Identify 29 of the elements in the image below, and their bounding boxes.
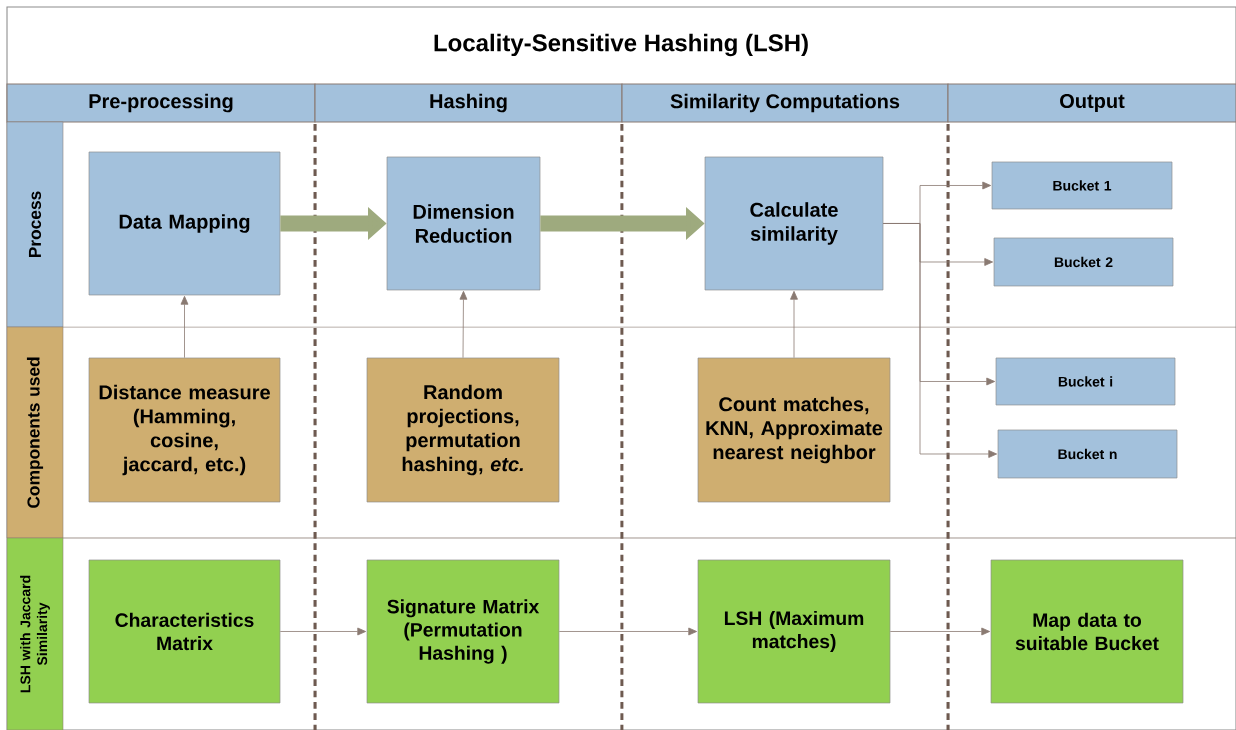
component-box: Count matches, KNN, Approximate nearest neighbor	[697, 357, 891, 503]
bucket-box: Bucket n	[997, 429, 1178, 479]
step-box: Signature Matrix (Permutation Hashing )	[366, 559, 560, 704]
column-header: Similarity Computations	[621, 83, 949, 123]
process-box: Calculate similarity	[704, 156, 884, 291]
arrow	[558, 627, 698, 636]
process-box: Data Mapping	[88, 151, 281, 296]
row-header: Components used	[6, 326, 64, 539]
arrow	[459, 290, 468, 359]
row-header: Process	[6, 121, 64, 328]
bucket-box: Bucket 1	[991, 161, 1173, 210]
component-box: Distance measure (Hamming, cosine, jaccard, etc.)	[88, 357, 281, 503]
step-box: Map data to suitable Bucket	[990, 559, 1184, 704]
column-header: Output	[947, 83, 1236, 123]
arrow	[279, 627, 367, 636]
arrow	[882, 223, 998, 458]
arrow	[180, 295, 189, 359]
row-header: LSH with Jaccard Similarity	[6, 537, 64, 730]
step-box: Characteristics Matrix	[88, 559, 281, 704]
arrow	[790, 290, 798, 359]
component-box: Random projections, permutation hashing, etc.	[366, 357, 560, 503]
process-box: Dimension Reduction	[386, 156, 541, 291]
column-header: Hashing	[314, 83, 623, 123]
bucket-box: Bucket i	[995, 357, 1176, 406]
bucket-box: Bucket 2	[993, 237, 1174, 287]
title: Locality-Sensitive Hashing (LSH)	[434, 33, 808, 57]
column-header: Pre-processing	[6, 83, 316, 123]
arrow	[889, 627, 991, 636]
step-box: LSH (Maximum matches)	[697, 559, 891, 704]
